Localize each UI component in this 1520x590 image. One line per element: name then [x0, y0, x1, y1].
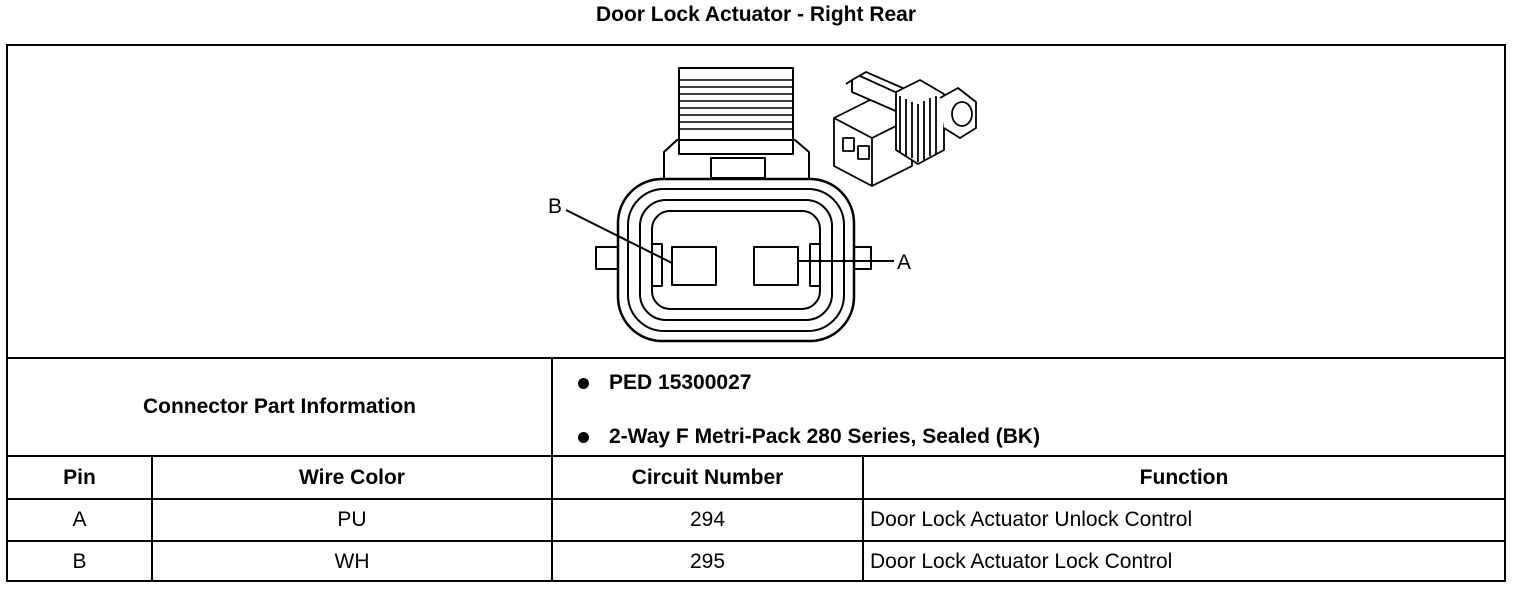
table-cell-pin: A: [72, 508, 87, 531]
connector-description: 2-Way F Metri-Pack 280 Series, Sealed (B…: [609, 425, 1041, 448]
connector-face-diagram: [565, 67, 977, 343]
bullet-icon: [578, 431, 589, 443]
header-function: Function: [1139, 465, 1229, 489]
table-cell-circuit-number: 294: [689, 508, 726, 531]
bullet-icon: [578, 377, 589, 389]
header-wire-color: Wire Color: [299, 465, 405, 489]
pin-label-b: B: [548, 195, 563, 218]
table-cell-wire-color: PU: [337, 508, 367, 531]
pin-label-a: A: [897, 251, 912, 274]
divider-diagram-info: [6, 357, 1506, 359]
divider-col-circuit: [862, 455, 864, 582]
page-title: Door Lock Actuator - Right Rear: [595, 3, 917, 26]
connector-info-item: 2-Way F Metri-Pack 280 Series, Sealed (B…: [578, 423, 1040, 451]
divider-header-row1: [6, 498, 1506, 500]
table-cell-function: Door Lock Actuator Lock Control: [870, 550, 1173, 573]
connector-info-item: PED 15300027: [578, 369, 751, 397]
part-number: PED 15300027: [609, 371, 752, 394]
divider-info-header: [6, 455, 1506, 457]
table-cell-wire-color: WH: [334, 550, 370, 573]
table-cell-function: Door Lock Actuator Unlock Control: [870, 508, 1193, 531]
connector-info-label: Connector Part Information: [142, 395, 416, 418]
divider-row1-row2: [6, 540, 1506, 542]
connector-table-frame: [6, 44, 1506, 582]
header-circuit-number: Circuit Number: [631, 465, 784, 489]
header-pin: Pin: [63, 465, 96, 489]
table-cell-pin: B: [72, 550, 87, 573]
divider-col-info: [551, 357, 553, 582]
divider-col-pin: [151, 455, 153, 582]
table-cell-circuit-number: 295: [689, 550, 726, 573]
